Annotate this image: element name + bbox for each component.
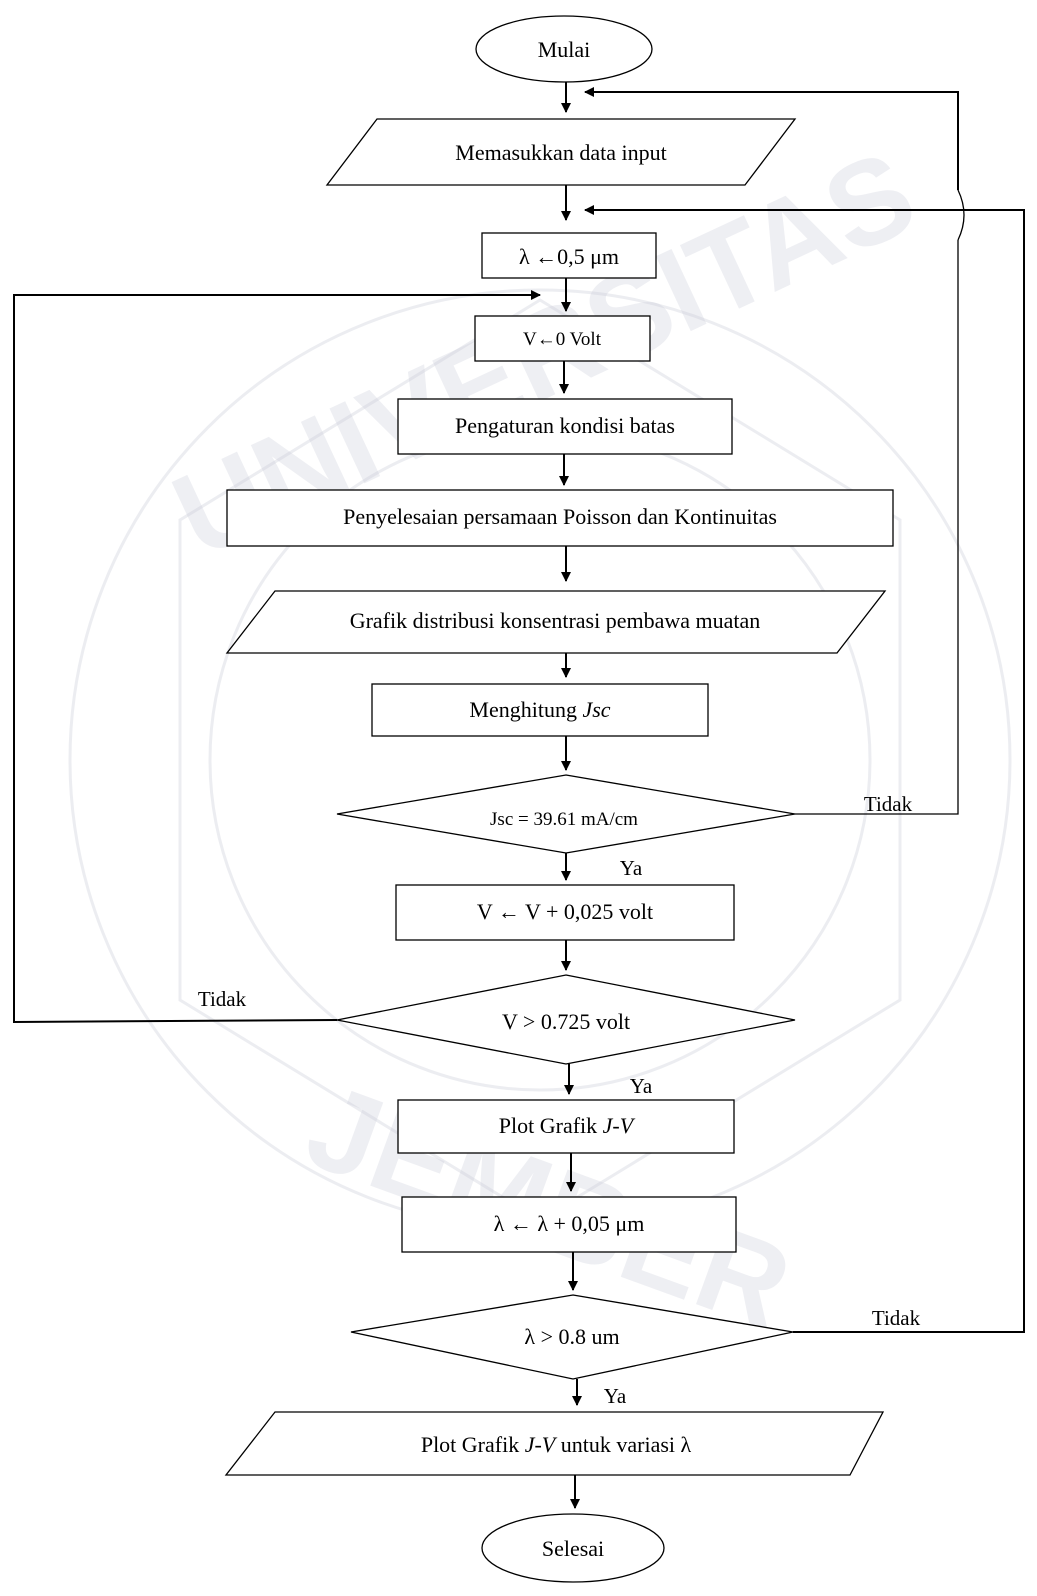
loop-jsc-crossover <box>957 189 965 241</box>
boundary-label: Pengaturan kondisi batas <box>455 413 675 438</box>
jsc-no-label: Tidak <box>864 792 913 816</box>
decision-v-diamond <box>336 974 796 1065</box>
v-init-box <box>474 315 651 362</box>
jsc-calc-box <box>371 683 709 737</box>
jsc-calc-italic: Jsc <box>582 697 610 722</box>
jsc-calc-label: Menghitung Jsc <box>469 697 610 722</box>
plot-jv-label: Plot Grafik J-V <box>499 1113 636 1138</box>
v-yes-label: Ya <box>630 1074 653 1098</box>
end-label: Selesai <box>542 1536 604 1561</box>
input-label: Memasukkan data input <box>455 140 666 165</box>
plot-variasi-parallelogram <box>224 1411 885 1476</box>
lambda-yes-label: Ya <box>604 1384 627 1408</box>
lambda-init-label: λ ←0,5 μm <box>519 244 619 269</box>
jsc-yes-label: Ya <box>620 856 643 880</box>
lambda-inc-label: λ ← λ + 0,05 μm <box>494 1211 645 1236</box>
v-inc-box <box>395 884 735 941</box>
plot-jv-prefix: Plot Grafik <box>499 1113 603 1138</box>
decision-v-label: V > 0.725 volt <box>502 1009 630 1034</box>
graph-dist-parallelogram <box>225 590 887 654</box>
v-init-label: V←0 Volt <box>523 329 602 350</box>
graph-dist-label: Grafik distribusi konsentrasi pembawa mu… <box>350 608 761 633</box>
loop-v-no-arrow <box>13 290 541 1024</box>
plot-variasi-suffix: untuk variasi λ <box>555 1432 691 1457</box>
plot-variasi-italic: J-V <box>525 1432 558 1457</box>
solve-box <box>226 489 894 547</box>
start-terminal <box>475 15 653 83</box>
start-label: Mulai <box>538 37 591 62</box>
input-parallelogram <box>325 118 797 186</box>
lambda-inc-box <box>401 1196 737 1253</box>
loop-jsc-no-arrow <box>584 87 959 190</box>
decision-jsc-label: Jsc = 39.61 mA/cm <box>490 809 638 830</box>
decision-lambda-label: λ > 0.8 um <box>524 1324 619 1349</box>
jsc-calc-prefix: Menghitung <box>469 697 582 722</box>
plot-jv-box <box>397 1099 735 1154</box>
end-terminal <box>481 1513 665 1583</box>
decision-lambda-diamond <box>350 1294 794 1380</box>
plot-jv-italic: J-V <box>603 1113 636 1138</box>
plot-variasi-label: Plot Grafik J-V untuk variasi λ <box>421 1432 692 1457</box>
watermark-logo: UNIVERSITAS JEMBER <box>68 125 1012 1355</box>
v-inc-label: V ← V + 0,025 volt <box>477 899 653 924</box>
lambda-init-box <box>481 232 657 279</box>
lambda-no-label: Tidak <box>872 1306 921 1330</box>
v-no-label: Tidak <box>198 987 247 1011</box>
loop-lambda-no-arrow <box>584 205 1025 1333</box>
boundary-box <box>397 398 733 455</box>
plot-variasi-prefix: Plot Grafik <box>421 1432 525 1457</box>
loop-jsc-no-line <box>795 240 959 815</box>
solve-label: Penyelesaian persamaan Poisson dan Konti… <box>343 504 777 529</box>
